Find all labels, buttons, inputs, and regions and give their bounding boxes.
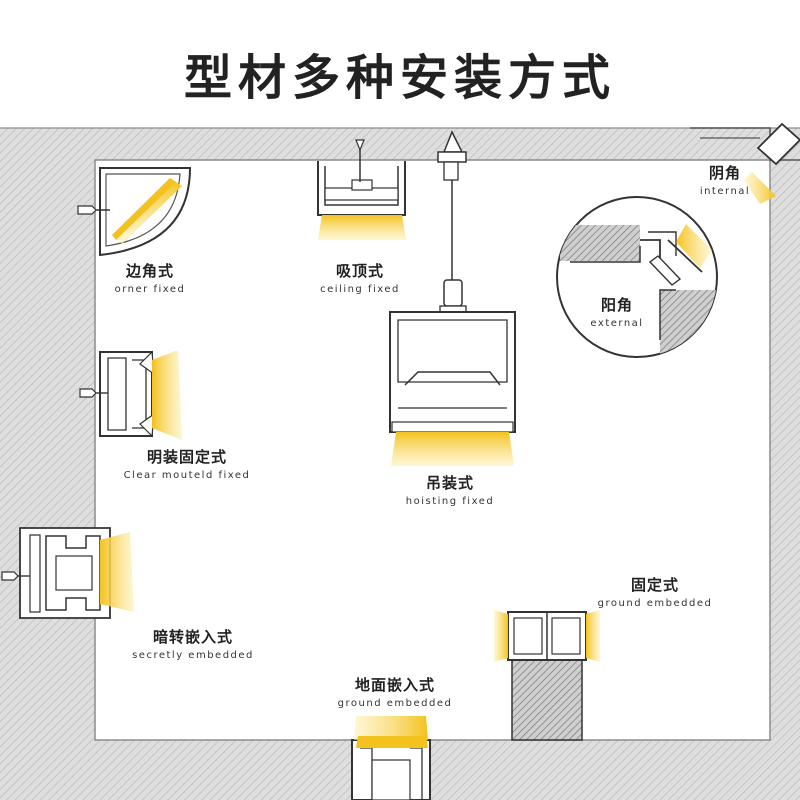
label-ground-en: ground embedded: [337, 698, 453, 709]
label-external: 阳角 external: [572, 296, 662, 331]
external-corner-detail: [556, 196, 718, 358]
label-secretly-zh: 暗转嵌入式: [152, 628, 233, 646]
label-hoisting-en: hoisting fixed: [405, 496, 495, 507]
internal-corner-profile: [690, 122, 800, 204]
label-ground: 地面嵌入式 ground embedded: [325, 676, 465, 711]
hoisting-fixed-profile: [389, 130, 516, 466]
clear-mounted-profile: [79, 350, 182, 440]
ceiling-fixed-profile: [317, 139, 406, 240]
label-hoisting-zh: 吊装式: [425, 474, 474, 492]
page-title: 型材多种安装方式: [183, 50, 616, 106]
label-secretly-en: secretly embedded: [132, 650, 254, 661]
label-clear-zh: 明装固定式: [146, 448, 227, 466]
label-clear-en: Clear mouteld fixed: [123, 470, 251, 481]
label-internal: 阴角 internal: [680, 164, 770, 199]
corner-fixed-profile: [77, 167, 192, 257]
label-ceiling-en: ceiling fixed: [320, 284, 400, 295]
label-fixed: 固定式 ground embedded: [580, 576, 730, 611]
label-clear: 明装固定式 Clear mouteld fixed: [102, 448, 272, 483]
fixed-ground-profile: [494, 610, 600, 741]
secretly-embedded-profile: [1, 527, 134, 619]
label-secretly: 暗转嵌入式 secretly embedded: [118, 628, 268, 663]
label-internal-zh: 阴角: [708, 164, 741, 182]
label-internal-en: internal: [699, 186, 751, 197]
ground-embedded-profile: [351, 716, 431, 800]
label-corner-zh: 边角式: [125, 262, 174, 280]
label-external-en: external: [590, 318, 644, 329]
label-ceiling-zh: 吸顶式: [335, 262, 384, 280]
label-ground-zh: 地面嵌入式: [354, 676, 435, 694]
label-fixed-zh: 固定式: [630, 576, 679, 594]
label-ceiling: 吸顶式 ceiling fixed: [300, 262, 420, 297]
label-corner: 边角式 orner fixed: [100, 262, 200, 297]
label-fixed-en: ground embedded: [597, 598, 713, 609]
label-hoisting: 吊装式 hoisting fixed: [385, 474, 515, 509]
label-external-zh: 阳角: [600, 296, 633, 314]
label-corner-en: orner fixed: [114, 284, 186, 295]
